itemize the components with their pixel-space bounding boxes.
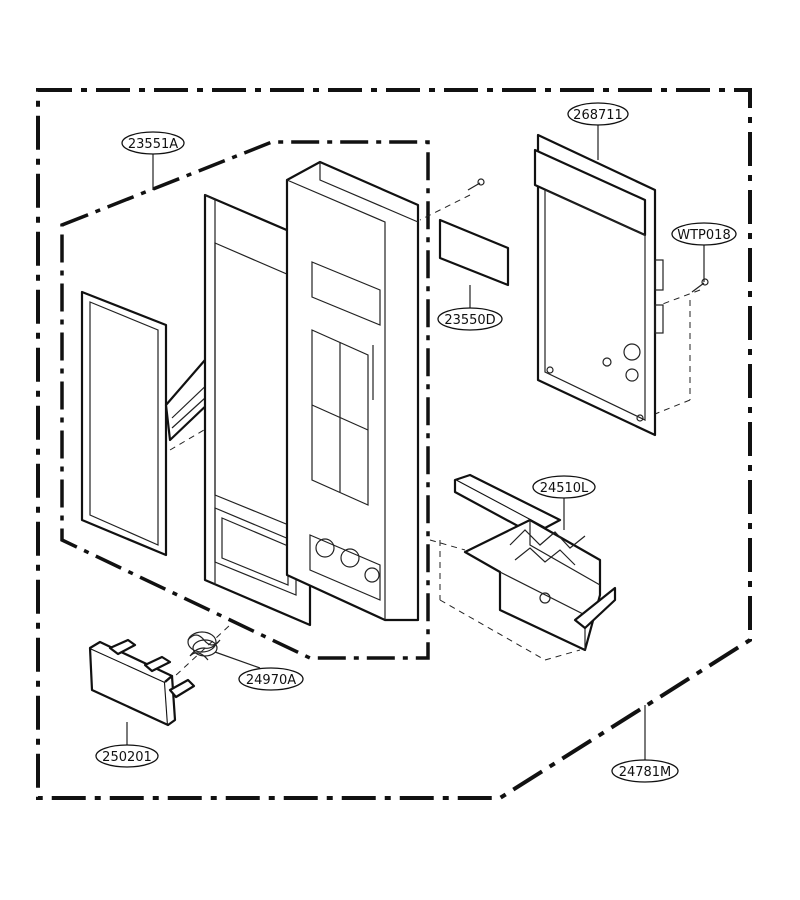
callout-24510L: 24510L bbox=[532, 475, 596, 499]
callout-label: 268711 bbox=[573, 108, 623, 123]
callout-24970A: 24970A bbox=[238, 667, 304, 691]
callout-label: WTP018 bbox=[677, 228, 730, 243]
wtp-screw-part bbox=[691, 278, 709, 293]
screw-part bbox=[467, 178, 485, 191]
callout-WTP018: WTP018 bbox=[671, 222, 737, 246]
small-plate-part bbox=[438, 218, 510, 287]
callout-250201: 250201 bbox=[95, 744, 159, 768]
panel-film-part bbox=[80, 290, 168, 557]
callout-label: 24781M bbox=[619, 765, 672, 780]
callout-268711: 268711 bbox=[567, 102, 629, 126]
callout-23551A: 23551A bbox=[121, 131, 185, 155]
outer-assembly-boundary bbox=[36, 88, 752, 800]
callout-24781M: 24781M bbox=[611, 759, 679, 783]
leader-lines bbox=[126, 125, 705, 760]
pcb-board-part bbox=[533, 133, 664, 437]
release-lever-part bbox=[453, 473, 617, 652]
callout-label: 23551A bbox=[128, 137, 178, 152]
spring-part bbox=[187, 631, 221, 661]
callout-label: 24970A bbox=[246, 673, 296, 688]
callout-label: 250201 bbox=[102, 750, 152, 765]
callout-label: 23550D bbox=[444, 313, 495, 328]
panel-housing-part bbox=[285, 160, 420, 622]
door-assembly-boundary bbox=[60, 140, 430, 660]
callout-23550D: 23550D bbox=[437, 307, 503, 331]
door-button-part bbox=[88, 638, 196, 727]
callout-label: 24510L bbox=[540, 481, 589, 496]
